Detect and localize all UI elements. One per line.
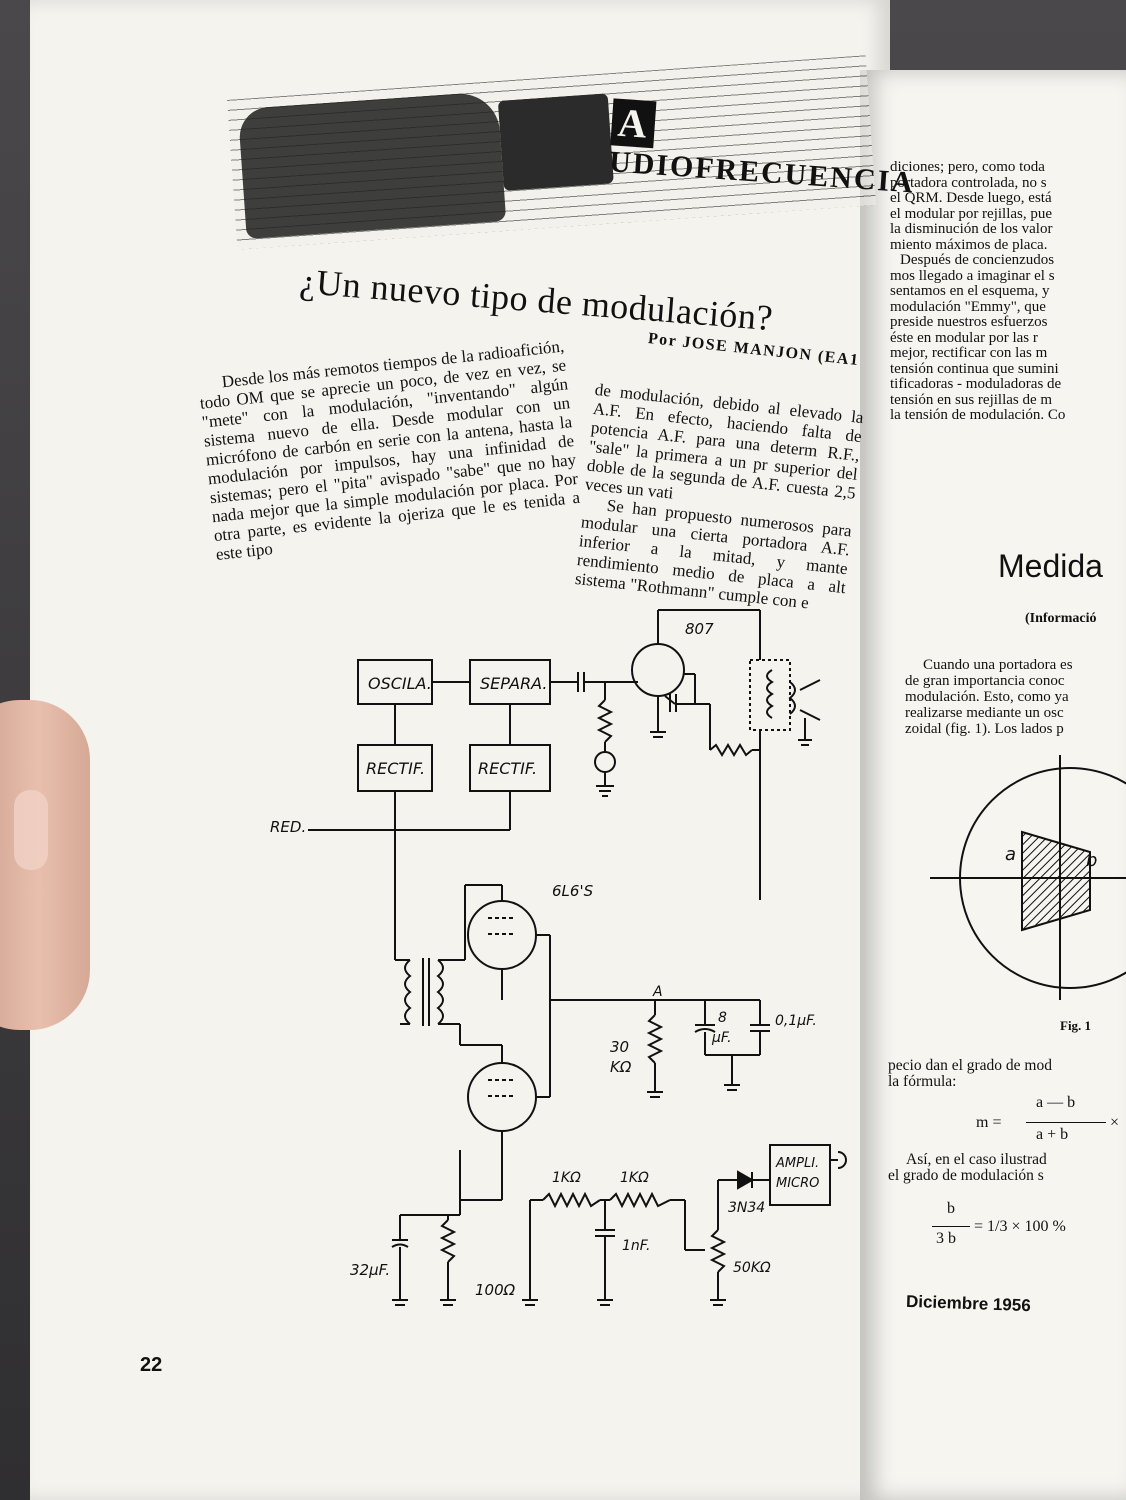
c8-label-a: 8 <box>718 1010 727 1026</box>
tubes-6l6-label: 6L6'S <box>552 882 594 900</box>
circuit-schematic: OSCILA. SEPARA. RECTIF. RECTIF. RED. 807… <box>270 609 847 1306</box>
fraction-bar <box>932 1226 970 1227</box>
modulation-formula: m = a — b a + b × <box>976 1094 1126 1149</box>
c8-label-b: µF. <box>711 1030 732 1046</box>
formula-result: = 1/3 × 100 % <box>974 1218 1066 1235</box>
potentiometer-50k <box>709 1229 727 1273</box>
resistor-1k-right <box>609 1191 671 1209</box>
rectif-label-2: RECTIF. <box>478 759 537 778</box>
text-line: pecio dan el grado de mod <box>888 1058 1052 1074</box>
resistor-30k <box>646 1014 664 1064</box>
text-line: realizarse mediante un osc <box>905 705 1064 721</box>
example-formula: b 3 b = 1/3 × 100 % <box>930 1200 1126 1260</box>
diode-label: 3N34 <box>728 1200 765 1216</box>
resistor-1k-left <box>542 1191 601 1209</box>
text-line: modulación "Emmy", que <box>890 298 1046 315</box>
formula-numerator: b <box>947 1200 955 1217</box>
formula-denominator: a + b <box>1036 1126 1069 1143</box>
separa-label: SEPARA. <box>480 674 548 693</box>
node-a-label: A <box>652 984 663 1000</box>
text-line: éste en modular por las r <box>890 329 1038 346</box>
text-line: la fórmula: <box>888 1073 957 1090</box>
oscila-label: OSCILA. <box>368 674 432 693</box>
text-line: Así, en el caso ilustrad <box>906 1152 1047 1168</box>
example-text: Así, en el caso ilustrad el grado de mod… <box>888 1152 1126 1184</box>
r50k-label: 50KΩ <box>733 1260 771 1276</box>
right-page <box>860 70 1126 1500</box>
r1k-label-right: 1KΩ <box>620 1170 649 1186</box>
right-column-text: diciones; pero, como toda portadora cont… <box>890 160 1126 424</box>
text-line: tensión continua que sumini <box>890 360 1059 377</box>
text-line: portadora controlada, no s <box>890 174 1047 191</box>
text-line: Cuando una portadora es <box>923 657 1073 673</box>
r1k-label-left: 1KΩ <box>552 1170 581 1186</box>
fig-label-a: a <box>1005 844 1016 865</box>
article-column-1: Desde los más remotos tiempos de la radi… <box>197 337 583 564</box>
formula-intro: pecio dan el grado de mod la fórmula: <box>888 1058 1126 1090</box>
text-line: miento máximos de placa. <box>890 236 1048 253</box>
oscilloscope-figure: a b <box>930 755 1126 1000</box>
second-article-title: Medida <box>998 548 1103 584</box>
figure-caption: Fig. 1 <box>1060 1018 1092 1033</box>
text-line: el grado de modulación s <box>888 1167 1044 1184</box>
text-line: de gran importancia conoc <box>905 673 1065 689</box>
c1nf-label: 1nF. <box>622 1238 650 1254</box>
text-line: el modular por rejillas, pue <box>890 205 1053 222</box>
formula-times: × <box>1110 1114 1120 1131</box>
tube-807-label: 807 <box>685 620 714 638</box>
text-line: preside nuestros esfuerzos <box>890 314 1048 330</box>
ampli-label-a: AMPLI. <box>775 1156 819 1171</box>
potentiometer-100 <box>439 1219 457 1263</box>
text-line: el QRM. Desde luego, está <box>890 190 1052 206</box>
text-line: tificadoras - moduladoras de <box>890 376 1062 392</box>
text-line: diciones; pero, como toda <box>890 160 1045 175</box>
tube-807 <box>631 643 685 697</box>
text-line: la disminución de los valor <box>890 221 1053 237</box>
formula-lhs: m = <box>976 1114 1002 1131</box>
meter-symbol <box>594 751 616 773</box>
thumb <box>0 700 90 1030</box>
tape-recorder-illustration <box>497 93 614 191</box>
red-label: RED. <box>270 818 306 836</box>
second-article-intro: Cuando una portadora es de gran importan… <box>905 657 1126 737</box>
r100-label: 100Ω <box>475 1281 516 1299</box>
text-line: modulación. Esto, como ya <box>905 689 1069 705</box>
article-paragraph: Desde los más remotos tiempos de la radi… <box>198 336 581 564</box>
text-line: la tensión de modulación. Co <box>890 407 1066 423</box>
amplifier-micro-block <box>769 1144 831 1206</box>
c01-label: 0,1µF. <box>775 1013 817 1029</box>
formula-numerator: a — b <box>1036 1094 1076 1111</box>
article-column-2: de modulación, debido al elevado la A.F.… <box>574 380 864 616</box>
r30-label-b: KΩ <box>610 1058 632 1076</box>
text-line: sentamos en el esquema, y <box>890 283 1050 299</box>
ampli-label-b: MICRO <box>776 1176 819 1191</box>
text-line: tensión en sus rejillas de m <box>890 391 1053 408</box>
fraction-bar <box>1026 1122 1106 1123</box>
screen-resistor <box>709 743 753 757</box>
grid-resistor <box>596 699 614 743</box>
diode-3n34 <box>737 1170 755 1190</box>
section-title-initial: A <box>610 98 657 149</box>
text-line: Después de concienzudos <box>900 252 1055 268</box>
text-line: zoidal (fig. 1). Los lados p <box>905 721 1064 737</box>
formula-denominator: 3 b <box>936 1230 956 1247</box>
musicians-illustration <box>237 91 507 239</box>
left-page <box>30 0 890 1500</box>
rectif-label-1: RECTIF. <box>366 759 425 778</box>
fig-label-b: b <box>1086 850 1097 871</box>
page-number: 22 <box>140 1354 163 1376</box>
second-article-info: (Informació <box>1025 611 1097 626</box>
text-line: mejor, rectificar con las m <box>890 345 1048 361</box>
trapezoid-pattern <box>1021 830 1091 932</box>
c32-label: 32µF. <box>350 1261 390 1279</box>
r30-label-a: 30 <box>610 1038 629 1056</box>
text-line: mos llegado a imaginar el s <box>890 267 1055 284</box>
thumbnail-nail <box>14 790 48 870</box>
